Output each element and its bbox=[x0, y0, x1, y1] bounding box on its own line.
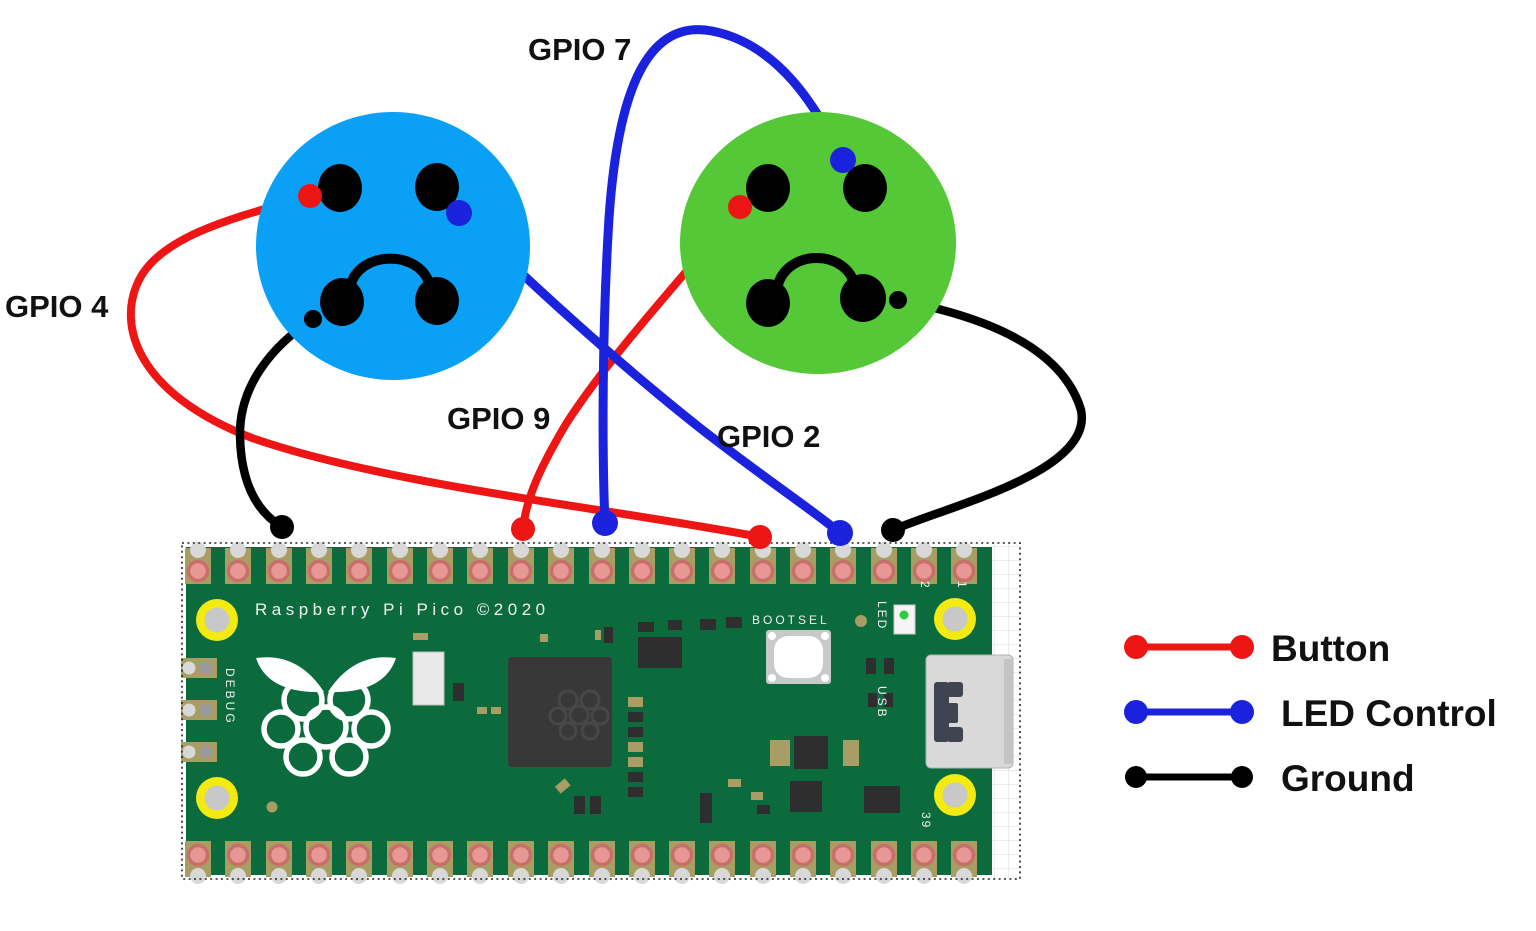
legend-label-button: Button bbox=[1271, 628, 1390, 669]
debug-label: DEBUG bbox=[223, 668, 237, 726]
button-blue[interactable] bbox=[256, 112, 530, 380]
wire-led-green-gpio7 bbox=[598, 25, 848, 528]
ground-pin-dot-left bbox=[270, 515, 294, 539]
button-green-jumper-arc bbox=[772, 253, 860, 294]
label-gpio9: GPIO 9 bbox=[447, 401, 550, 436]
onboard-led bbox=[893, 604, 916, 635]
pin39-label: 39 bbox=[919, 812, 933, 829]
legend-item-button: Button bbox=[1124, 628, 1390, 669]
usb-label: USB bbox=[875, 686, 889, 720]
rp2040-chip bbox=[508, 657, 612, 767]
legend: Button LED Control Ground bbox=[1124, 628, 1497, 799]
button-green-blue-terminal bbox=[830, 147, 856, 173]
wire-ground-blue bbox=[235, 314, 318, 532]
legend-label-ground: Ground bbox=[1281, 758, 1415, 799]
label-gpio7: GPIO 7 bbox=[528, 32, 631, 67]
button-blue-body[interactable] bbox=[256, 112, 530, 380]
button-green[interactable] bbox=[680, 112, 956, 374]
wire-ground-green bbox=[888, 295, 1086, 535]
button-blue-blue-terminal bbox=[446, 200, 472, 226]
legend-item-led-control: LED Control bbox=[1124, 693, 1497, 734]
bootsel-label: BOOTSEL bbox=[752, 613, 830, 627]
led-pin-dot-gpio2 bbox=[827, 520, 853, 546]
usb-connector[interactable] bbox=[925, 654, 1014, 769]
button-green-ground-terminal bbox=[889, 291, 907, 309]
label-gpio2: GPIO 2 bbox=[717, 419, 820, 454]
smd-components bbox=[266, 617, 900, 823]
wire-button-blue-gpio4 bbox=[126, 192, 764, 541]
led-label: LED bbox=[875, 601, 889, 630]
led-pin-dot-gpio7 bbox=[592, 510, 618, 536]
pico-board: Raspberry Pi Pico ©2020 DEBUG bbox=[181, 540, 1021, 886]
bootsel-button[interactable] bbox=[766, 630, 831, 684]
button-blue-red-terminal bbox=[298, 184, 322, 208]
debug-pins bbox=[181, 658, 217, 762]
button-green-body[interactable] bbox=[680, 112, 956, 374]
mounting-holes bbox=[196, 598, 976, 819]
board-dotted-border bbox=[181, 542, 1021, 880]
legend-label-led-control: LED Control bbox=[1281, 693, 1497, 734]
silkscreen-title: Raspberry Pi Pico ©2020 bbox=[255, 600, 550, 619]
legend-item-ground: Ground bbox=[1125, 758, 1415, 799]
pin1-label: 1 bbox=[955, 581, 969, 588]
test-pad bbox=[855, 615, 867, 627]
button-pin-dot-gpio9 bbox=[511, 517, 535, 541]
wire-pin-endpoints bbox=[270, 510, 905, 549]
label-gpio4: GPIO 4 bbox=[5, 289, 109, 324]
ground-pin-dot-right bbox=[881, 518, 905, 542]
pin2-label: 2 bbox=[918, 581, 932, 588]
button-pin-dot-gpio4 bbox=[748, 525, 772, 549]
button-blue-jumper-arc bbox=[345, 253, 435, 293]
button-green-red-terminal bbox=[728, 195, 752, 219]
button-blue-ground-terminal bbox=[304, 310, 322, 328]
raspberry-logo bbox=[256, 657, 396, 777]
